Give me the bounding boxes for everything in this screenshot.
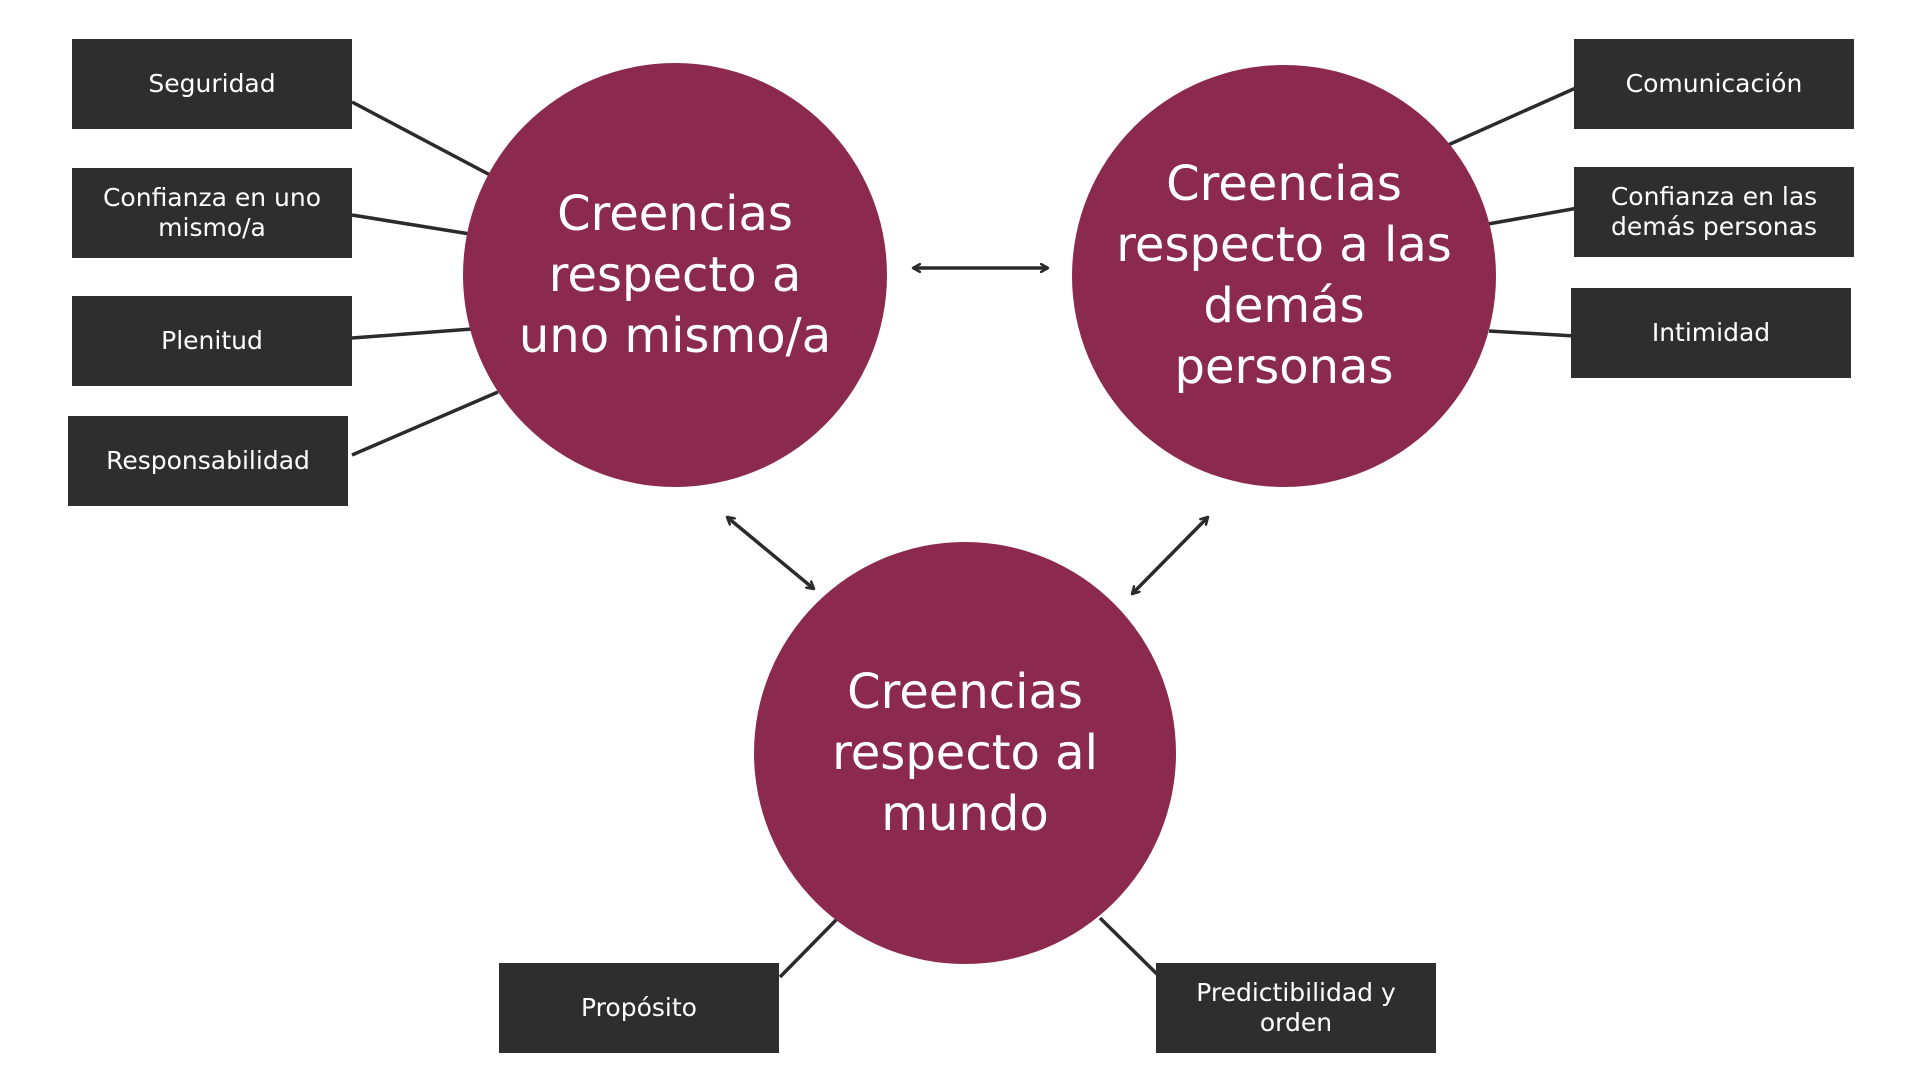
box-proposito: Propósito <box>499 963 779 1053</box>
box-responsabilidad-label: Responsabilidad <box>106 446 310 475</box>
arrow-others-world <box>1132 517 1208 594</box>
connector-proposito <box>778 916 840 979</box>
box-seguridad: Seguridad <box>72 39 352 129</box>
circle-world-label: Creencias respecto al mundo <box>832 663 1098 842</box>
connector-responsabilidad <box>351 390 499 457</box>
circle-self-beliefs: Creencias respecto a uno mismo/a <box>463 63 887 487</box>
connector-confianza-demas <box>1487 206 1579 226</box>
box-seguridad-label: Seguridad <box>148 69 276 98</box>
connector-seguridad <box>351 100 493 178</box>
box-plenitud-label: Plenitud <box>161 326 263 355</box>
circle-others-beliefs: Creencias respecto a las demás personas <box>1072 65 1496 487</box>
connector-plenitud <box>351 327 473 340</box>
box-confianza-propia-label: Confianza en uno mismo/a <box>102 183 322 242</box>
box-responsabilidad: Responsabilidad <box>68 416 348 506</box>
box-intimidad-label: Intimidad <box>1651 318 1771 347</box>
connector-confianza-propia <box>351 213 471 236</box>
connector-predictibilidad <box>1098 916 1162 979</box>
connector-comunicacion <box>1447 85 1579 147</box>
box-predictibilidad: Predictibilidad y orden <box>1156 963 1436 1053</box>
box-plenitud: Plenitud <box>72 296 352 386</box>
box-confianza-demas-label: Confianza en las demás personas <box>1610 182 1818 241</box>
circle-world-beliefs: Creencias respecto al mundo <box>754 542 1176 964</box>
box-confianza-propia: Confianza en uno mismo/a <box>72 168 352 258</box>
box-intimidad: Intimidad <box>1571 288 1851 378</box>
circle-others-label: Creencias respecto a las demás personas <box>1116 156 1452 395</box>
box-comunicacion-label: Comunicación <box>1625 69 1803 98</box>
circle-self-label: Creencias respecto a uno mismo/a <box>518 185 832 364</box>
box-predictibilidad-label: Predictibilidad y orden <box>1196 978 1396 1037</box>
box-comunicacion: Comunicación <box>1574 39 1854 129</box>
box-proposito-label: Propósito <box>581 993 697 1022</box>
arrow-self-world <box>727 515 814 591</box>
box-confianza-demas: Confianza en las demás personas <box>1574 167 1854 257</box>
connector-intimidad <box>1488 329 1576 338</box>
